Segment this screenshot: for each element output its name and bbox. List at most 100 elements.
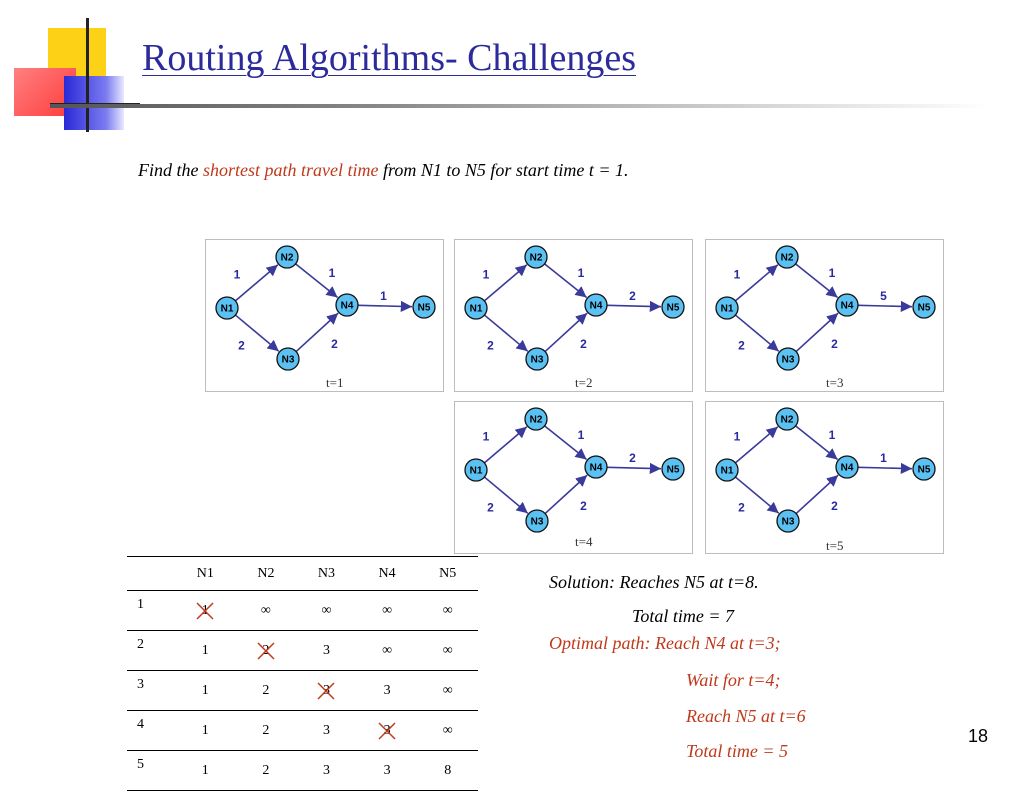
edge-n1-n2 [483,426,528,464]
table-header-cell: N2 [235,556,297,591]
edge-weight-label: 1 [483,430,490,444]
node-n4 [584,455,608,479]
edge-n4-n5 [857,462,913,474]
node-label: N3 [782,517,795,528]
edge-weight-label: 2 [580,499,587,513]
distance-cell: 8 [417,750,478,791]
edge-weight-label: 1 [329,266,336,280]
table-header-row: N1 N2 N3 N4 N5 [127,556,478,591]
edge-n4-n5 [857,300,913,312]
distance-value: 2 [262,762,270,778]
panel-time-label: t=5 [826,538,844,553]
node-n5 [412,295,436,319]
table-row: 41233∞ [127,710,478,751]
distance-value: 3 [383,682,391,698]
edge-n3-n4 [544,474,588,515]
distance-value: ∞ [442,642,453,658]
node-n3 [776,347,800,371]
distance-cell: 2 [235,670,297,711]
edge-n3-n4 [795,474,839,515]
slide-title: Routing Algorithms- Challenges [142,37,636,79]
distance-cell: ∞ [417,710,478,751]
edge-weight-label: 1 [234,268,241,282]
edge-n1-n2 [734,426,779,464]
edge-n4-n5 [606,462,662,474]
distance-value: ∞ [442,682,453,698]
edge-weight-label: 1 [578,266,585,280]
distance-cell: 1 [175,710,236,751]
cross-mark-icon [196,601,214,620]
edge-weight-label: 2 [738,339,745,353]
distance-cell: ∞ [356,590,418,631]
distance-cell: ∞ [235,590,297,631]
node-n3 [525,509,549,533]
panel-time-label: t=1 [326,375,344,390]
node-label: N5 [667,465,680,476]
distance-value: 3 [322,762,330,778]
edge-n3-n4 [795,312,839,353]
node-label: N1 [470,304,483,315]
node-label: N5 [418,303,431,314]
edge-weight-label: 2 [629,451,636,465]
node-label: N2 [781,253,794,264]
distance-value: ∞ [382,642,393,658]
distance-cell: 1 [175,630,236,671]
edge-weight-label: 2 [331,337,338,351]
time-cell: 3 [127,670,175,711]
distance-cell: ∞ [417,630,478,671]
edge-weight-label: 1 [380,289,387,303]
node-n5 [661,295,685,319]
edge-n4-n5 [606,300,662,312]
edge-n2-n4 [795,263,839,299]
distance-cell: 2 [235,630,297,671]
distance-cell: 3 [296,750,357,791]
edge-n1-n2 [734,264,779,302]
edge-weight-label: 2 [738,501,745,515]
edge-weight-label: 1 [578,428,585,442]
node-n1 [215,296,239,320]
time-cell: 2 [127,630,175,671]
edge-n2-n4 [544,425,588,461]
edge-weight-label: 2 [238,339,245,353]
node-n4 [835,293,859,317]
distance-value: 3 [322,722,330,738]
edge-n2-n4 [795,425,839,461]
distance-cell: 1 [175,590,236,631]
node-label: N5 [918,465,931,476]
edge-weight-label: 1 [734,268,741,282]
node-n2 [275,245,299,269]
time-cell: 5 [127,750,175,791]
node-label: N2 [781,415,794,426]
table-header-cell: N1 [175,556,236,591]
node-n4 [335,293,359,317]
edge-weight-label: 2 [831,337,838,351]
node-n1 [715,296,739,320]
table-row: 11∞∞∞∞ [127,590,478,631]
distance-cell: 3 [296,710,357,751]
distance-cell: ∞ [417,590,478,631]
node-label: N3 [282,355,295,366]
node-label: N4 [841,301,854,312]
node-label: N3 [531,517,544,528]
edge-n3-n4 [544,312,588,353]
node-n4 [584,293,608,317]
edge-weight-label: 1 [880,451,887,465]
node-label: N1 [470,466,483,477]
node-label: N1 [721,466,734,477]
distance-value: 1 [201,722,209,738]
node-n1 [464,296,488,320]
node-n3 [525,347,549,371]
edge-n1-n3 [734,314,780,352]
distance-value: ∞ [442,602,453,618]
node-label: N5 [667,303,680,314]
edge-weight-label: 1 [483,268,490,282]
distance-table: N1 N2 N3 N4 N5 11∞∞∞∞2123∞∞31233∞41233∞5… [127,556,478,791]
cross-mark-icon [317,681,336,700]
table-header-cell: N3 [296,556,357,591]
